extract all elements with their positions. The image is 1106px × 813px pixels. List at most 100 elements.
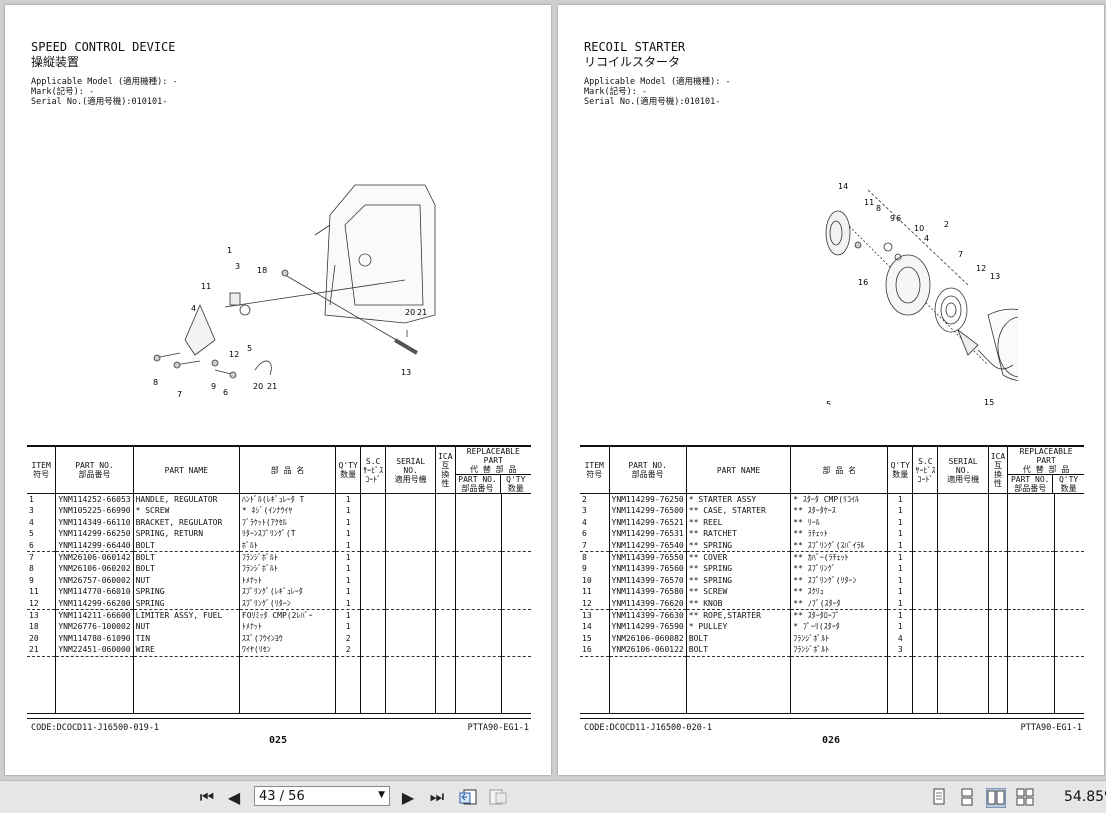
- table-cell: ** SPRING: [685, 574, 791, 587]
- single-page-view-button[interactable]: [930, 788, 948, 806]
- table-cell: [987, 505, 1008, 517]
- table-cell: [385, 609, 436, 622]
- table-cell: YNM114299-76590: [608, 621, 687, 633]
- column-header: PART NAME: [132, 445, 240, 494]
- table-cell: YNM26757-060002: [55, 574, 134, 587]
- table-cell: ｽｽﾞ(ﾌｳｲﾝﾖｳ: [238, 632, 336, 645]
- last-page-button[interactable]: ⏭: [429, 787, 445, 806]
- table-cell: YNM114399-76550: [608, 551, 687, 564]
- table-cell: * STARTER ASSY: [685, 493, 791, 506]
- table-cell: [454, 574, 502, 587]
- table-cell: [360, 516, 386, 529]
- table-cell: YNM26106-060202: [55, 563, 134, 575]
- table-cell: ﾊﾝﾄﾞﾙ(ﾚｷﾞｭﾚｰﾀ T: [238, 493, 336, 506]
- next-page-button[interactable]: ▶: [401, 787, 415, 807]
- footer-rule: [580, 718, 1084, 719]
- go-forward-view-button[interactable]: [486, 787, 510, 807]
- table-cell: 18: [29, 622, 39, 632]
- table-cell: YNM114299-66250: [55, 528, 134, 540]
- go-back-view-button[interactable]: [456, 787, 480, 807]
- table-cell: 1: [887, 493, 913, 506]
- table-cell: 1: [335, 493, 361, 506]
- table-cell: YNM26106-060122: [608, 644, 687, 657]
- table-cell: YNM114299-76531: [608, 528, 687, 540]
- table-cell: [360, 505, 386, 517]
- first-page-button[interactable]: ⏮: [199, 787, 215, 806]
- callout-label: 4: [191, 304, 196, 313]
- meta-line: Mark(記号): -: [584, 87, 648, 97]
- table-cell: [912, 586, 938, 598]
- continuous-view-button[interactable]: [958, 788, 976, 806]
- table-cell: 7: [582, 540, 587, 550]
- table-cell: ｽﾌﾟﾘﾝｸﾞ(ﾚｷﾞｭﾚｰﾀ: [238, 586, 336, 598]
- table-cell: ** COVER: [685, 551, 791, 564]
- table-cell: [501, 528, 531, 540]
- replaceable-title: REPLACEABLE PART 代 替 部 品: [455, 447, 531, 475]
- table-cell: [1054, 574, 1084, 587]
- title-japanese: 操縦装置: [31, 55, 80, 69]
- table-cell: TIN: [132, 632, 240, 645]
- two-page-view-button[interactable]: [986, 788, 1006, 808]
- table-cell: [1054, 632, 1084, 645]
- table-cell: [1007, 563, 1055, 575]
- table-cell: [501, 621, 531, 633]
- table-cell: 5: [29, 529, 34, 539]
- table-cell: [454, 505, 502, 517]
- table-cell: [501, 563, 531, 575]
- table-cell: ﾌﾞﾗｹｯﾄ(ｱｸｾﾙ: [238, 516, 336, 529]
- zoom-level[interactable]: 54.85%: [1064, 789, 1106, 805]
- callout-label: 11: [864, 198, 874, 207]
- page-selector[interactable]: 43 / 56 ▼: [254, 786, 390, 806]
- table-cell: [685, 655, 791, 714]
- table-cell: 2: [335, 632, 361, 645]
- table-cell: 13: [27, 609, 56, 622]
- table-cell: ** SPRING: [685, 539, 791, 552]
- table-cell: ** ROPE,STARTER: [685, 609, 791, 622]
- table-cell: [435, 597, 456, 610]
- table-cell: 20: [29, 633, 39, 643]
- previous-page-button[interactable]: ◀: [227, 787, 241, 807]
- table-cell: [435, 493, 456, 506]
- two-page-icon: [987, 790, 1005, 805]
- callout-label: 7: [958, 250, 963, 259]
- table-cell: 4: [887, 632, 913, 645]
- table-cell: 11: [29, 587, 39, 597]
- table-cell: [1054, 516, 1084, 529]
- column-header: S.C ｻｰﾋﾞｽ ｺｰﾄﾞ: [360, 445, 386, 494]
- table-cell: [1007, 586, 1055, 598]
- table-cell: [987, 493, 1008, 506]
- table-cell: [987, 551, 1008, 564]
- table-cell: 2: [335, 644, 361, 657]
- table-cell: [937, 621, 989, 633]
- table-cell: * ﾈｼﾞ(ｲﾝﾅｳｲﾔ: [238, 505, 336, 517]
- title-english: SPEED CONTROL DEVICE: [31, 40, 176, 54]
- column-header: 部 品 名: [238, 445, 336, 494]
- table-cell: 8: [580, 551, 609, 564]
- table-cell: [1054, 493, 1084, 506]
- table-cell: [435, 516, 456, 529]
- table-cell: 1: [335, 586, 361, 598]
- table-cell: * SCREW: [132, 505, 240, 517]
- table-cell: 1: [887, 528, 913, 540]
- table-cell: [435, 609, 456, 622]
- callout-label: 2: [944, 220, 949, 229]
- footer-rule: [27, 718, 531, 719]
- table-cell: SPRING, RETURN: [132, 528, 240, 540]
- table-cell: NUT: [132, 621, 240, 633]
- page-meta: Applicable Model (適用機種): -Mark(記号): -Ser…: [584, 77, 731, 107]
- column-header: S.C ｻｰﾋﾞｽ ｺｰﾄﾞ: [912, 445, 938, 494]
- page-indicator: 43 / 56: [259, 788, 305, 804]
- table-cell: [454, 493, 502, 506]
- table-cell: [435, 586, 456, 598]
- two-page-continuous-view-button[interactable]: [1016, 788, 1034, 806]
- table-cell: [1007, 621, 1055, 633]
- table-cell: [912, 597, 938, 610]
- column-header: PART NAME: [685, 445, 791, 494]
- table-cell: [1054, 586, 1084, 598]
